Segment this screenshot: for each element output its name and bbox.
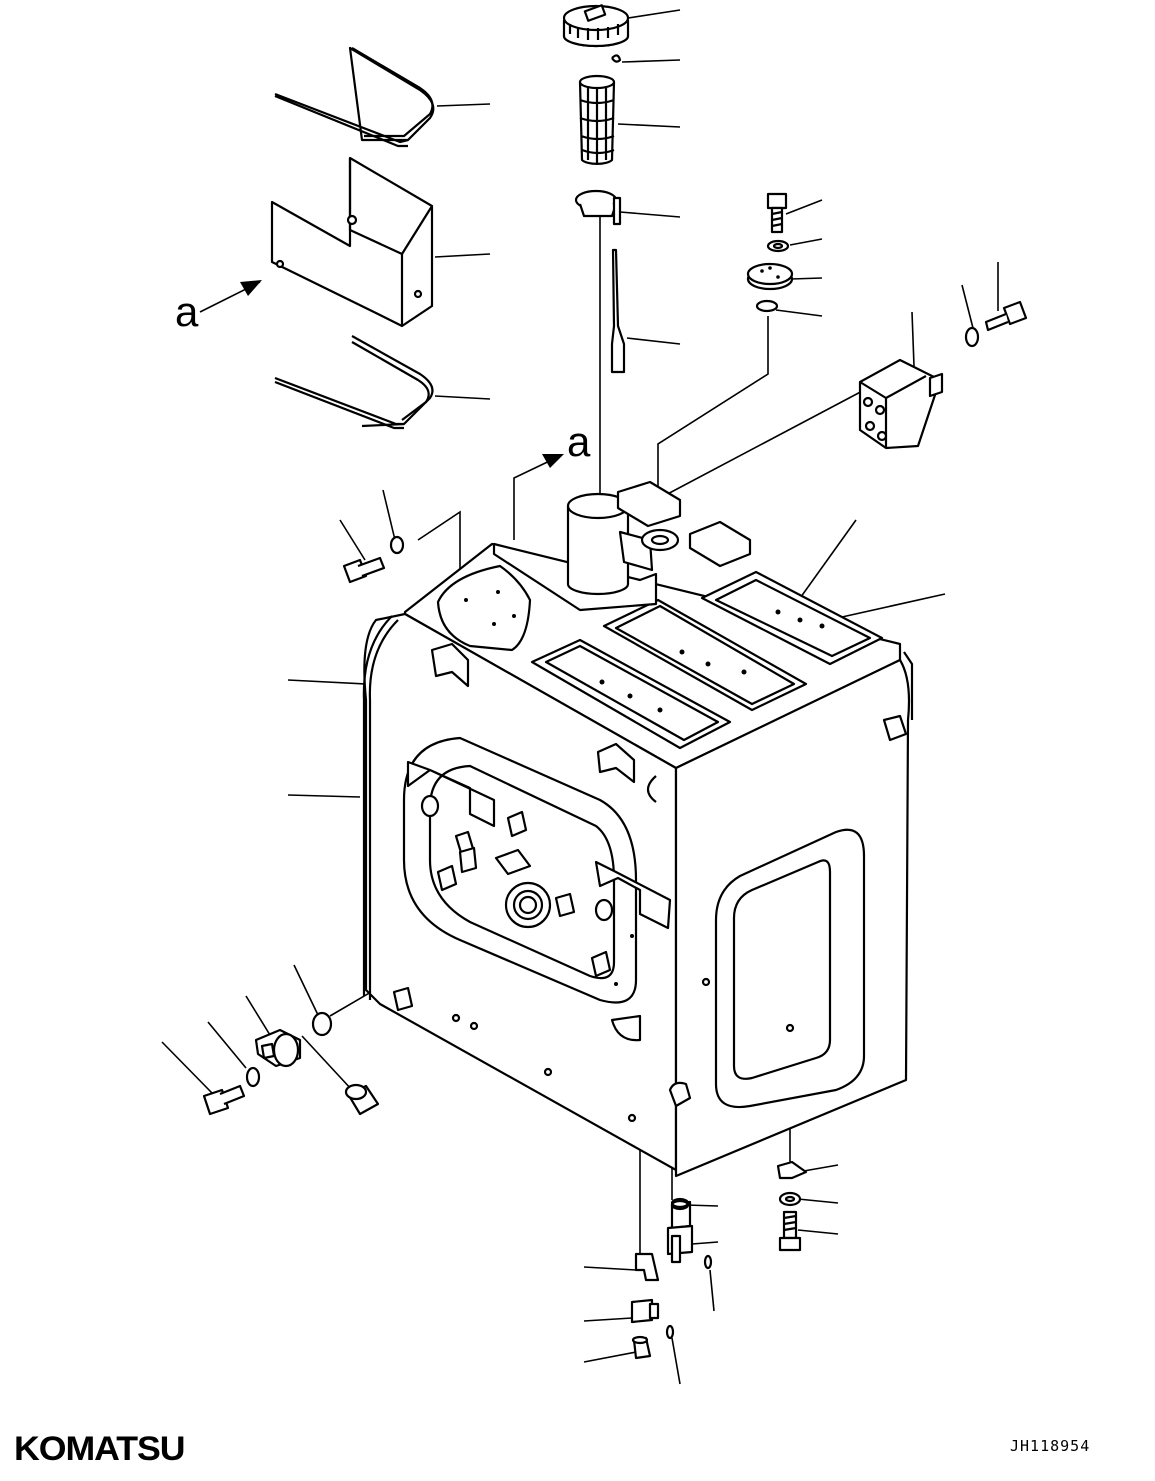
plate-icon-bottom-right (776, 1160, 808, 1252)
guard-cover-icon (270, 156, 434, 328)
bolt-icon-left (342, 535, 405, 584)
level-gauge-stick-icon (610, 248, 626, 374)
strainer-icon (578, 74, 616, 166)
bolt-icon-bottom-left (202, 1084, 246, 1116)
bolt-icon-right (964, 300, 1028, 348)
document-number: JH118954 (1010, 1437, 1091, 1455)
filler-cap-icon (562, 4, 630, 48)
view-arrow-a-lower: a (513, 418, 591, 540)
drain-valve-icon (666, 1199, 694, 1264)
bolt-icon (766, 192, 788, 234)
bracket-icon (858, 358, 944, 450)
komatsu-logo: KOMATSU (14, 1430, 186, 1468)
view-arrow-a-upper: a (175, 280, 262, 335)
band-icon-upper (274, 46, 435, 148)
view-label-a-2: a (567, 418, 591, 465)
washer-icon-bottom-left (245, 1066, 261, 1088)
fuel-tank-icon (362, 480, 914, 1178)
drain-clip-icon (634, 1252, 660, 1282)
washer-icon (766, 239, 790, 253)
filler-neck-icon (574, 189, 622, 226)
band-icon-lower (274, 335, 434, 430)
view-label-a: a (175, 288, 199, 335)
drain-plug-icon (631, 1335, 652, 1360)
o-ring-icon-bottom (665, 1197, 713, 1340)
cover-plate-icon (746, 262, 794, 291)
sender-unit-icon (254, 1011, 333, 1068)
o-ring-icon (755, 299, 779, 313)
clip-icon (611, 54, 622, 63)
float-icon (344, 1083, 380, 1116)
elbow-icon (630, 1298, 660, 1324)
